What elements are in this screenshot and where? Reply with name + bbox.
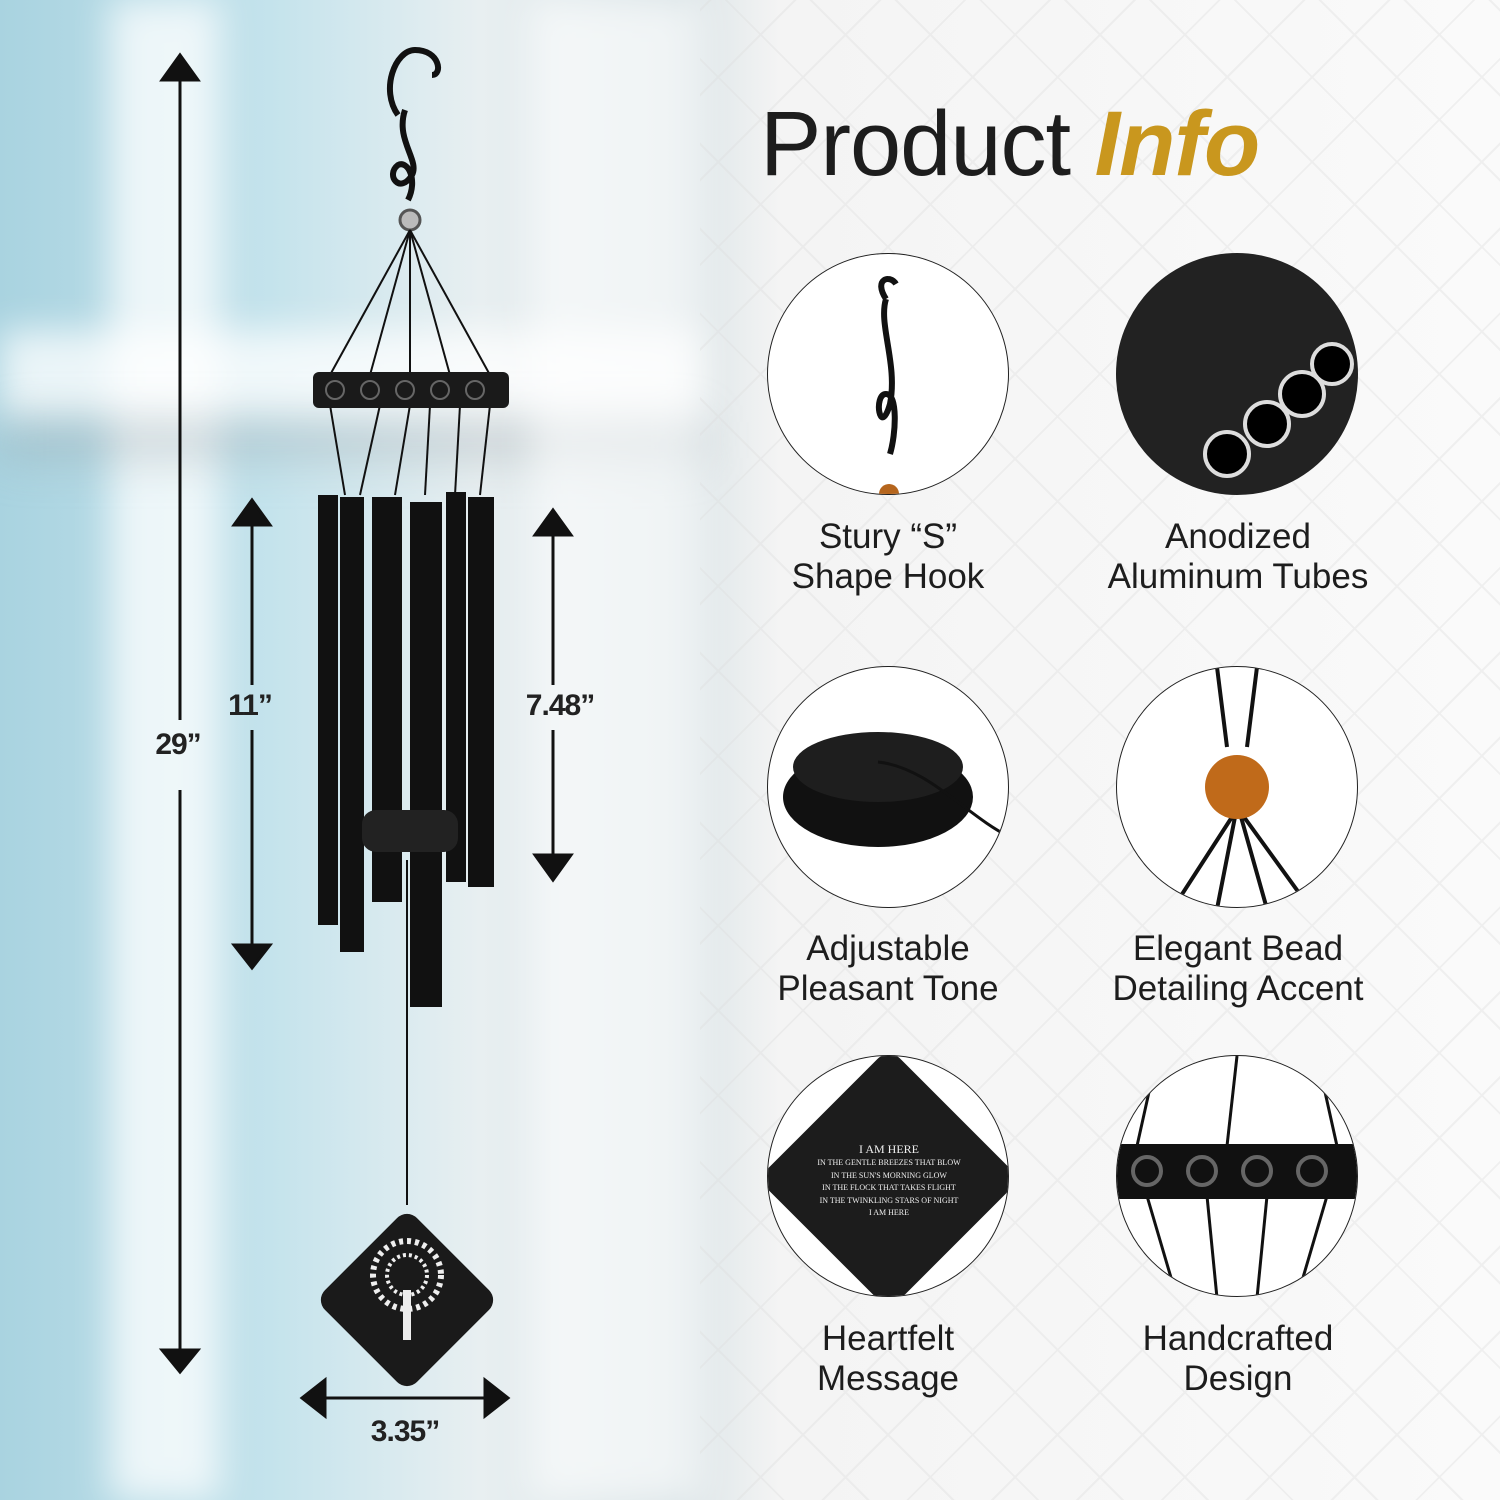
width-label: 3.35” [370,1415,440,1448]
message-text: I AM HERE IN THE GENTLE BREEZES THAT BLO… [817,1142,961,1217]
tube [318,495,338,925]
tubes [318,492,494,1007]
feature-caption-hook: Stury “S”Shape Hook [791,517,985,596]
message-card-image: I AM HERE IN THE GENTLE BREEZES THAT BLO… [767,1055,1009,1297]
title-main: Product [760,93,1071,195]
tube [410,502,442,1007]
ring-image [1116,1055,1358,1297]
total-height-label: 29” [155,728,201,761]
tube [340,497,364,952]
page-title: Product Info [760,92,1261,197]
s-hook [386,46,442,202]
decorative-ring [313,372,509,408]
tube [446,492,466,882]
longest-tube-label: 11” [228,689,273,722]
striker-image [767,666,1009,908]
bead-image [1116,666,1358,908]
background-window-frame [110,0,220,1500]
hook-image [767,253,1009,495]
wind-chime-illustration [158,46,574,1420]
title-accent: Info [1094,93,1261,195]
tube [468,497,494,887]
hanging-strings [329,229,491,1205]
tubes-image [1116,253,1358,495]
striker [362,810,458,852]
dimension-arrows [158,52,574,1420]
background-wall [530,0,700,1500]
bead [398,208,422,232]
tree-icon [370,1238,444,1340]
shortest-tube-label: 7.48” [525,689,595,722]
